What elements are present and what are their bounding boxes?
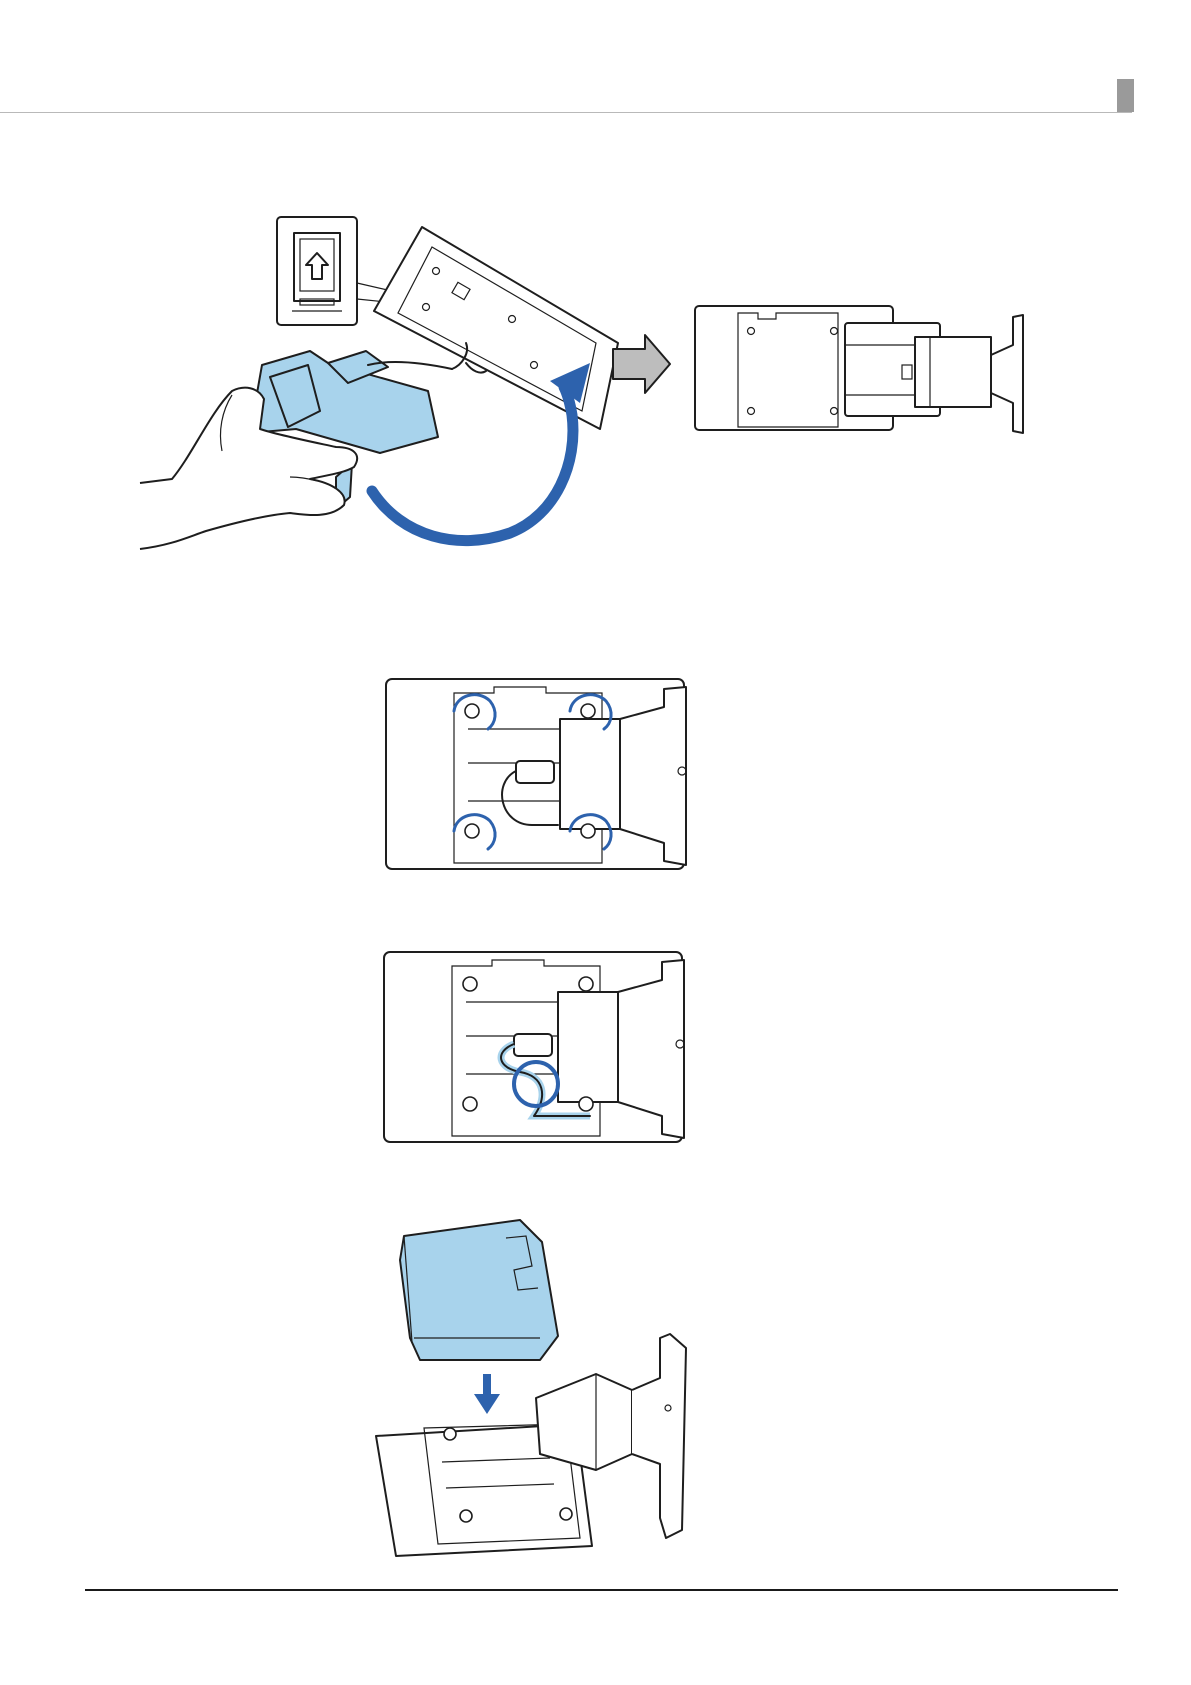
figure-cover-attach xyxy=(370,1218,690,1563)
figure-cable-routing xyxy=(380,948,710,1148)
figure-mount-plate-attach xyxy=(140,215,1100,605)
header-rule xyxy=(0,112,1132,113)
footer-rule xyxy=(85,1589,1118,1591)
next-step-arrow-icon xyxy=(613,335,670,393)
figure-screw-tightening xyxy=(382,675,712,875)
down-arrow-icon xyxy=(474,1374,500,1414)
chapter-tab xyxy=(1117,79,1134,112)
assembled-result-view xyxy=(695,306,1023,433)
cover-part xyxy=(400,1220,558,1360)
